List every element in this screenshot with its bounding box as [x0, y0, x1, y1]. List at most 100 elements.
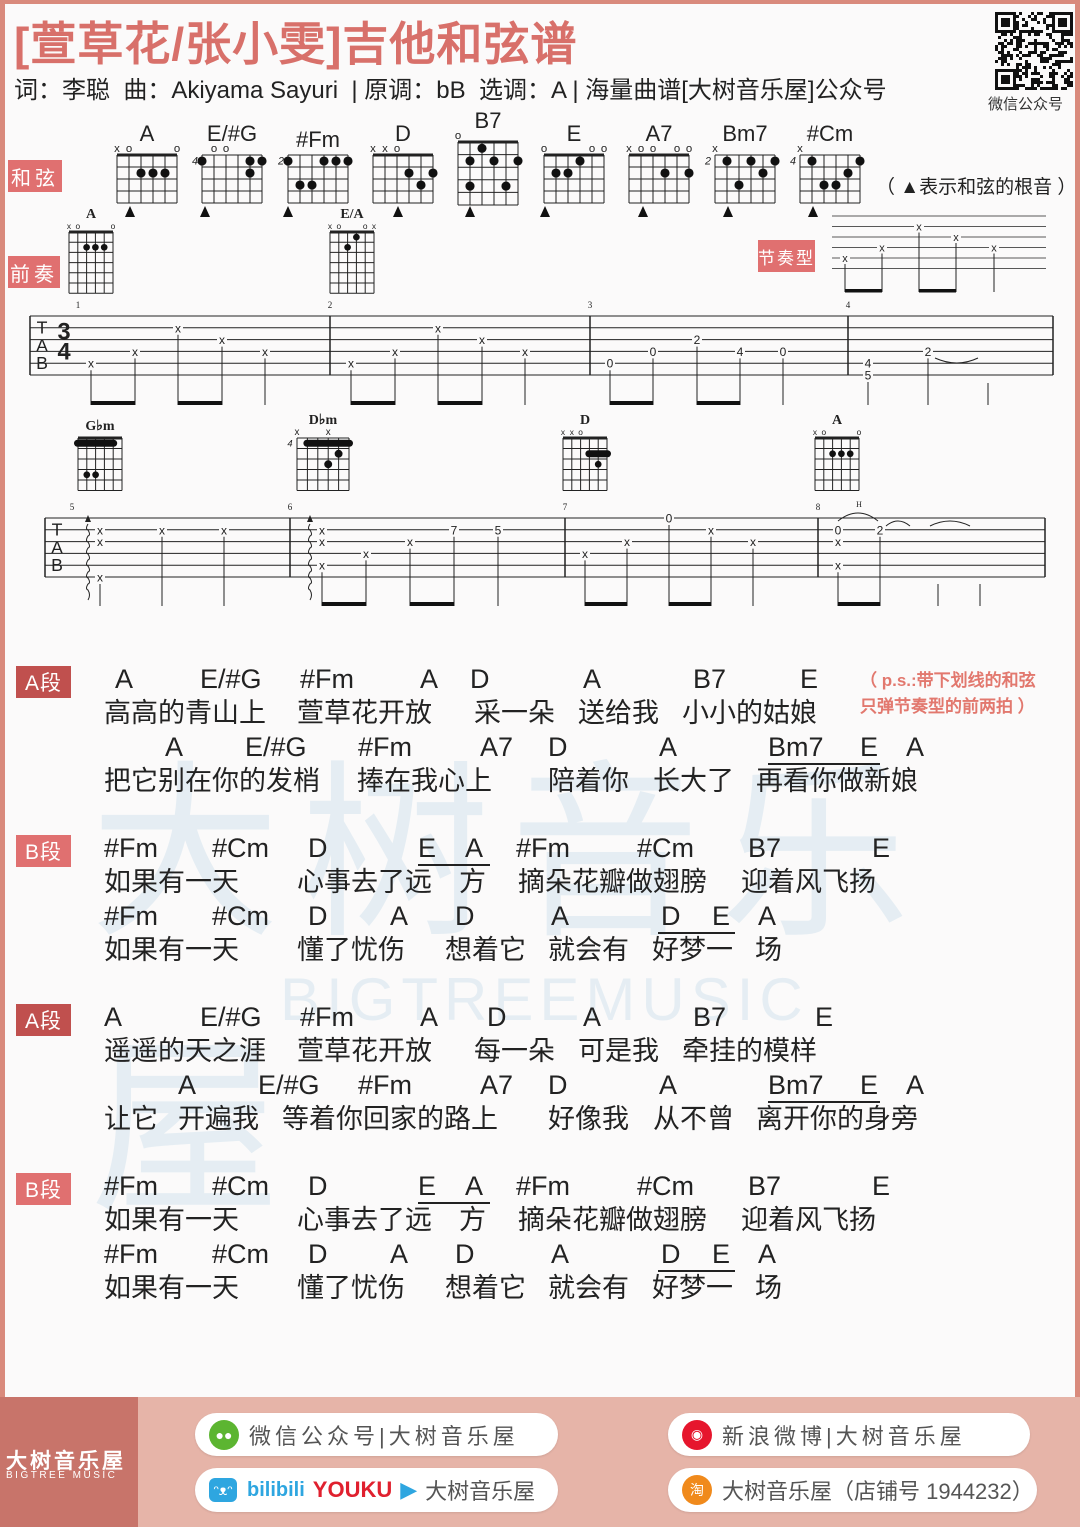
chord-symbol: #Fm — [358, 1070, 412, 1100]
finger-dot — [758, 168, 768, 178]
chord-symbol: #Fm — [104, 1239, 158, 1269]
chord-symbol: B7 — [748, 833, 782, 863]
weibo-label: 新浪微博|大树音乐屋 — [722, 1423, 966, 1449]
lyric-text: 迎着风飞扬 — [741, 1205, 876, 1235]
lyric-text: 懂了忧伤 — [297, 1273, 405, 1303]
finger-dot — [660, 168, 670, 178]
wechat-link[interactable]: ●● 微信公众号|大树音乐屋 — [195, 1413, 558, 1456]
finger-dot — [489, 156, 499, 166]
lyric-text: 高高的青山上 — [104, 698, 266, 728]
chord-name: G♭m — [85, 419, 114, 434]
chord-underline — [418, 1202, 490, 1204]
tab-note: 0 — [607, 357, 614, 371]
chord-symbol: #Cm — [212, 1171, 270, 1201]
lyric-text: 陪着你 — [548, 766, 629, 796]
open-string-mark: o — [126, 143, 132, 155]
note-bg — [95, 571, 105, 583]
chord-symbol: D — [455, 901, 475, 931]
hammer-on-mark: H — [856, 500, 862, 509]
measure-number: 1 — [76, 300, 81, 310]
tab-note: x — [582, 547, 588, 561]
lyric-text: 场 — [755, 1273, 782, 1303]
chords-label: 和弦 — [8, 160, 62, 192]
qr-code[interactable] — [995, 12, 1073, 90]
rhythm-label: 节奏型 — [758, 240, 815, 272]
chord-symbol: A — [390, 901, 409, 931]
qr-label: 微信公众号 — [988, 96, 1064, 113]
measure-number: 5 — [70, 502, 75, 512]
note-bg — [477, 333, 487, 346]
note-bg — [130, 345, 140, 358]
chord-symbol: D — [548, 1070, 568, 1100]
chord-symbol: E — [800, 664, 819, 694]
base-fret-label: 4 — [790, 156, 796, 168]
chord-symbol: B7 — [693, 1002, 727, 1032]
beam — [178, 401, 222, 405]
open-string-mark: o — [455, 130, 461, 142]
tab-note: x — [319, 535, 325, 549]
tab-clef-letter: A — [36, 335, 48, 355]
video-link[interactable]: ᵔᴥᵔ bilibili YOUKU ▶ 大树音乐屋 — [195, 1468, 558, 1512]
wechat-icon: ●● — [209, 1419, 239, 1450]
beam — [838, 602, 880, 606]
taobao-link[interactable]: 淘 大树音乐屋（店铺号 1944232） — [668, 1468, 1037, 1512]
open-string-mark: o — [601, 143, 607, 155]
finger-dot — [829, 450, 836, 458]
chord-symbol: E — [418, 1171, 437, 1201]
finger-dot — [160, 168, 170, 178]
chord-symbol: #Fm — [358, 732, 412, 762]
tab-note: x — [97, 535, 103, 549]
chord-symbol: E — [872, 833, 891, 863]
rhythm-note: x — [991, 243, 997, 255]
tab-note: x — [262, 345, 268, 359]
finger-dot — [563, 168, 573, 178]
note-bg — [520, 345, 530, 358]
chord-name: D — [580, 413, 590, 428]
barre — [74, 439, 118, 447]
note-bg — [95, 535, 105, 548]
open-string-mark: o — [363, 221, 368, 231]
finger-dot — [283, 156, 293, 166]
beam — [919, 289, 956, 293]
muted-string-mark: x — [561, 427, 566, 437]
weibo-link[interactable]: ◉ 新浪微博|大树音乐屋 — [668, 1413, 1030, 1456]
tab-clef-letter: T — [37, 318, 48, 338]
footer-brand-sub: BIGTREE MUSIC — [6, 1470, 118, 1481]
open-string-mark: o — [111, 221, 116, 231]
finger-dot — [334, 449, 343, 458]
finger-dot — [684, 168, 694, 178]
lyric-text: 可是我 — [578, 1036, 659, 1066]
note-bg — [735, 345, 745, 358]
finger-dot — [295, 180, 305, 190]
tab-note: 7 — [451, 523, 458, 537]
arpeggio-icon — [86, 523, 90, 601]
note-bg — [493, 523, 503, 536]
note-bg — [875, 523, 885, 536]
root-triangle-icon — [638, 206, 648, 217]
finger-dot — [319, 156, 329, 166]
bilibili-icon: ᵔᴥᵔ — [209, 1478, 237, 1502]
tab-note: x — [221, 523, 227, 537]
bilibili-label: bilibili — [247, 1478, 305, 1501]
lyric-text: 开遍我 — [178, 1104, 259, 1134]
finger-dot — [416, 180, 426, 190]
finger-dot — [83, 471, 91, 479]
note-bg — [692, 333, 702, 346]
finger-dot — [722, 156, 732, 166]
muted-string-mark: x — [326, 427, 331, 438]
finger-dot — [838, 450, 845, 458]
lyric-text: 送给我 — [578, 698, 659, 728]
tab-note: x — [522, 345, 528, 359]
arpeggio-arrow-icon — [307, 515, 313, 522]
chord-underline — [418, 864, 490, 866]
finger-dot — [92, 471, 99, 479]
chord-underline — [768, 1101, 880, 1103]
chord-name: D♭m — [309, 413, 338, 428]
note-bg — [706, 523, 716, 536]
measure-number: 6 — [288, 502, 293, 512]
lyric-text: 如果有一天 — [104, 867, 239, 897]
measure-number: 4 — [846, 300, 851, 310]
root-triangle-icon — [540, 206, 550, 217]
note-bg — [433, 321, 443, 334]
lyric-text: 捧在我心上 — [357, 766, 492, 796]
